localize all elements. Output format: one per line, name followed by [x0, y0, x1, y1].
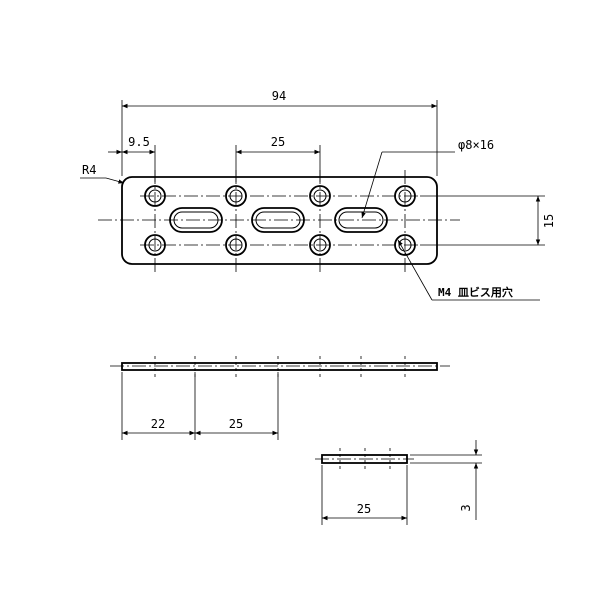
slot-1 [169, 207, 223, 233]
hole-note-callout: M4 皿ビス用穴 [397, 239, 540, 301]
dim-overall-length-label: 94 [272, 89, 286, 103]
dim-hole-pitch-label: 25 [271, 135, 285, 149]
side-plate [121, 362, 438, 371]
slot-3 [334, 207, 388, 233]
dim-end-thickness: 3 [410, 440, 482, 520]
dim-vertical-spacing: 15 [420, 195, 556, 246]
end-view: 25 3 [315, 440, 482, 525]
dim-side-left-label: 22 [151, 417, 165, 431]
dim-end-width: 25 [321, 465, 408, 525]
slot-note-label: φ8×16 [458, 138, 494, 152]
side-view: 22 25 [110, 356, 450, 440]
dim-edge-to-hole: 9.5 [108, 135, 156, 182]
top-view: 94 9.5 25 R4 φ8×16 [80, 89, 556, 301]
dim-end-thickness-label: 3 [459, 504, 473, 511]
slot-note-callout: φ8×16 [361, 138, 494, 219]
dim-overall-length: 94 [121, 89, 438, 176]
dim-vertical-spacing-label: 15 [542, 214, 556, 228]
dim-side: 22 25 [121, 372, 279, 440]
dim-end-width-label: 25 [357, 502, 371, 516]
corner-radius-callout: R4 [80, 163, 125, 184]
corner-radius-label: R4 [82, 163, 96, 177]
dim-side-right-label: 25 [229, 417, 243, 431]
dim-hole-pitch: 25 [235, 135, 321, 182]
slot-2 [251, 207, 305, 233]
dim-edge-to-hole-label: 9.5 [128, 135, 150, 149]
hole-note-label: M4 皿ビス用穴 [438, 285, 513, 299]
plate-outline [121, 176, 438, 265]
